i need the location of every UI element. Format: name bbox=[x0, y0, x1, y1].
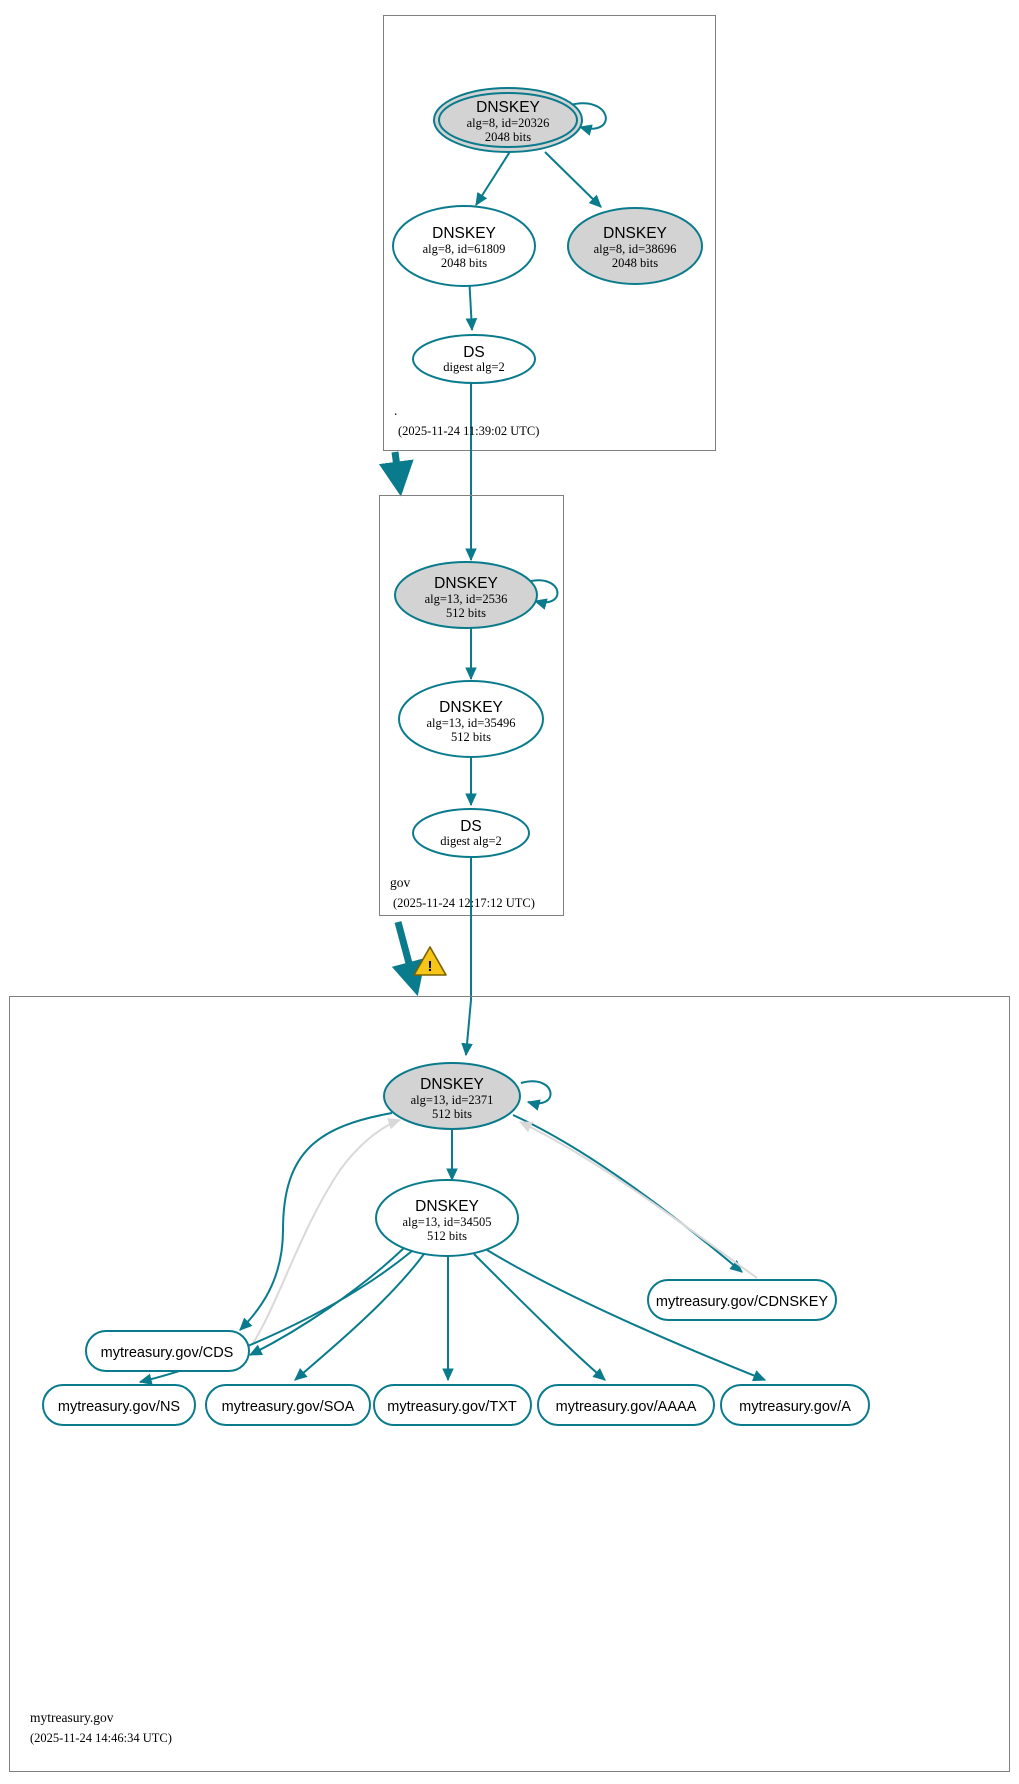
edge-cdnskey-to-mt-ksk bbox=[518, 1121, 758, 1279]
node-root-key38696-line3: 2048 bits bbox=[612, 256, 658, 270]
node-mt-ksk-title: DNSKEY bbox=[420, 1076, 484, 1093]
node-gov-zsk[interactable]: DNSKEY alg=13, id=35496 512 bits bbox=[398, 680, 544, 758]
edge-cds-to-mt-ksk bbox=[251, 1118, 402, 1346]
zone-label-root: . bbox=[394, 403, 397, 418]
node-mt-zsk-line2: alg=13, id=34505 bbox=[402, 1215, 491, 1229]
node-root-key38696-line2: alg=8, id=38696 bbox=[594, 242, 677, 256]
node-root-key-38696[interactable]: DNSKEY alg=8, id=38696 2048 bits bbox=[567, 207, 703, 285]
node-root-zsk-line3: 2048 bits bbox=[441, 256, 487, 270]
node-gov-ksk[interactable]: DNSKEY alg=13, id=2536 512 bits bbox=[394, 561, 538, 629]
record-label-a: mytreasury.gov/A bbox=[739, 1399, 851, 1415]
node-gov-zsk-line2: alg=13, id=35496 bbox=[426, 716, 515, 730]
record-label-ns: mytreasury.gov/NS bbox=[58, 1399, 180, 1415]
node-mt-zsk-line3: 512 bits bbox=[427, 1229, 467, 1243]
node-root-ksk-line2: alg=8, id=20326 bbox=[467, 116, 550, 130]
edge-mt-zsk-to-soa bbox=[294, 1253, 425, 1381]
zone-timestamp-mytreasury: (2025-11-24 14:46:34 UTC) bbox=[30, 1731, 172, 1745]
node-root-ds[interactable]: DS digest alg=2 bbox=[412, 334, 536, 384]
node-root-ds-line2: digest alg=2 bbox=[443, 360, 505, 374]
node-gov-ksk-line3: 512 bits bbox=[446, 606, 486, 620]
zone-timestamp-root: (2025-11-24 11:39:02 UTC) bbox=[398, 424, 539, 438]
record-label-soa: mytreasury.gov/SOA bbox=[222, 1399, 355, 1415]
node-mytreasury-zsk[interactable]: DNSKEY alg=13, id=34505 512 bits bbox=[375, 1179, 519, 1257]
node-gov-ds[interactable]: DS digest alg=2 bbox=[412, 808, 530, 858]
node-gov-zsk-line3: 512 bits bbox=[451, 730, 491, 744]
node-record-ns[interactable]: mytreasury.gov/NS bbox=[42, 1384, 196, 1426]
edge-root-to-gov-delegation bbox=[378, 451, 414, 497]
node-gov-ksk-line2: alg=13, id=2536 bbox=[425, 592, 508, 606]
edge-gov-ksk-selfsign bbox=[526, 579, 559, 610]
node-root-zsk-line2: alg=8, id=61809 bbox=[423, 242, 506, 256]
node-root-zsk[interactable]: DNSKEY alg=8, id=61809 2048 bits bbox=[392, 205, 536, 287]
node-mt-ksk-line2: alg=13, id=2371 bbox=[411, 1093, 494, 1107]
node-mt-zsk-title: DNSKEY bbox=[415, 1198, 479, 1215]
node-mt-ksk-line3: 512 bits bbox=[432, 1107, 472, 1121]
node-gov-ds-line2: digest alg=2 bbox=[440, 834, 502, 848]
zone-label-gov: gov bbox=[390, 875, 411, 890]
node-root-key38696-title: DNSKEY bbox=[603, 225, 667, 242]
node-mytreasury-ksk[interactable]: DNSKEY alg=13, id=2371 512 bits bbox=[383, 1062, 521, 1130]
edge-root-ksk-to-key38696 bbox=[544, 151, 602, 208]
edge-root-ksk-to-zsk bbox=[475, 149, 512, 206]
node-root-ksk-title: DNSKEY bbox=[476, 99, 540, 116]
edge-mt-ksk-to-cdnskey bbox=[512, 1114, 743, 1273]
zone-timestamp-gov: (2025-11-24 12:17:12 UTC) bbox=[393, 896, 535, 910]
edge-mt-zsk-to-cds bbox=[248, 1246, 406, 1356]
node-record-txt[interactable]: mytreasury.gov/TXT bbox=[373, 1384, 532, 1426]
warning-icon[interactable]: ! bbox=[413, 946, 447, 976]
edge-root-ksk-selfsign bbox=[566, 102, 607, 136]
edge-mt-zsk-to-a bbox=[486, 1249, 767, 1382]
node-root-ksk-line3: 2048 bits bbox=[485, 130, 531, 144]
record-label-txt: mytreasury.gov/TXT bbox=[387, 1399, 517, 1415]
node-record-cds[interactable]: mytreasury.gov/CDS bbox=[85, 1330, 250, 1372]
node-gov-ds-title: DS bbox=[460, 818, 482, 835]
edge-gov-to-mytreasury-delegation bbox=[391, 921, 426, 997]
zone-box-mytreasury bbox=[9, 996, 1010, 1772]
node-record-aaaa[interactable]: mytreasury.gov/AAAA bbox=[537, 1384, 715, 1426]
edge-gov-ds-to-mt-ksk bbox=[461, 858, 473, 1057]
node-gov-zsk-title: DNSKEY bbox=[439, 699, 503, 716]
edge-mt-ksk-selfsign bbox=[520, 1080, 552, 1111]
node-root-ds-title: DS bbox=[463, 344, 485, 361]
edge-mt-zsk-to-ns bbox=[138, 1250, 413, 1385]
record-label-cdnskey: mytreasury.gov/CDNSKEY bbox=[656, 1294, 828, 1310]
zone-label-mytreasury: mytreasury.gov bbox=[30, 1710, 114, 1725]
node-record-a[interactable]: mytreasury.gov/A bbox=[720, 1384, 870, 1426]
edge-mt-ksk-to-cds bbox=[239, 1112, 393, 1331]
node-root-zsk-title: DNSKEY bbox=[432, 225, 496, 242]
node-root-ksk[interactable]: DNSKEY alg=8, id=20326 2048 bits bbox=[433, 87, 583, 153]
node-gov-ksk-title: DNSKEY bbox=[434, 575, 498, 592]
warning-glyph: ! bbox=[428, 958, 433, 975]
zone-box-root bbox=[383, 15, 716, 451]
node-record-soa[interactable]: mytreasury.gov/SOA bbox=[205, 1384, 371, 1426]
node-record-cdnskey[interactable]: mytreasury.gov/CDNSKEY bbox=[647, 1279, 837, 1321]
record-label-aaaa: mytreasury.gov/AAAA bbox=[556, 1399, 697, 1415]
record-label-cds: mytreasury.gov/CDS bbox=[101, 1345, 234, 1361]
edge-mt-zsk-to-aaaa bbox=[473, 1253, 606, 1381]
